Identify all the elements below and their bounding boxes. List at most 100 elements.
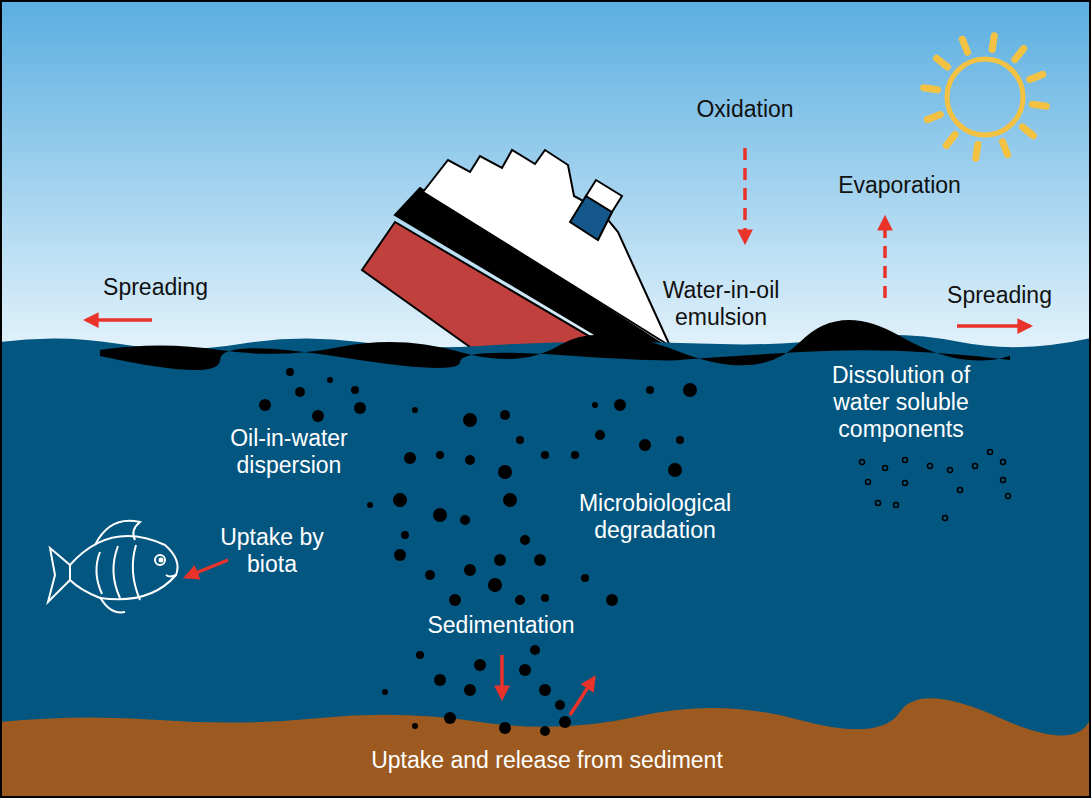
process-label: Water-in-oil emulsion xyxy=(637,277,805,331)
oil-droplets-part xyxy=(668,463,682,477)
sun-part xyxy=(946,135,955,146)
process-label: Spreading xyxy=(922,282,1077,309)
dissolved-droplets-part xyxy=(903,458,908,463)
fish-part xyxy=(70,536,178,599)
oil-droplets-part xyxy=(646,386,654,394)
sun-part xyxy=(1023,127,1034,136)
oil-droplets-part xyxy=(449,594,461,606)
oil-droplets-part xyxy=(434,674,446,686)
process-label: Oil-in-water dispersion xyxy=(203,425,375,479)
oil-droplets-part xyxy=(259,399,271,411)
process-label: Spreading xyxy=(78,274,233,301)
oil-droplets-part xyxy=(312,410,324,422)
oil-droplets-part xyxy=(676,436,684,444)
oil-droplets-part xyxy=(592,402,598,408)
oil-droplets-part xyxy=(444,712,456,724)
dissolved-droplets-part xyxy=(1001,478,1006,483)
process-arrows-part xyxy=(86,318,152,322)
process-arrows-part xyxy=(743,148,747,242)
fish xyxy=(48,521,178,613)
ship-part xyxy=(423,150,670,346)
oil-droplets-part xyxy=(614,399,626,411)
oil-droplets-part xyxy=(465,455,475,465)
process-label: Sedimentation xyxy=(395,612,607,639)
oil-droplets-part xyxy=(416,651,424,659)
dissolved-droplets xyxy=(860,450,1011,521)
dissolved-droplets-part xyxy=(973,464,978,469)
oil-droplets-part xyxy=(639,439,651,451)
oil-droplets-part xyxy=(401,531,409,539)
process-label: Uptake and release from sediment xyxy=(262,747,832,774)
oil-droplets-part xyxy=(327,377,333,383)
fish-part xyxy=(48,548,70,602)
sun-part xyxy=(962,39,967,52)
oil-droplets-part xyxy=(354,402,366,414)
dissolved-droplets-part xyxy=(883,466,888,471)
oil-droplets-part xyxy=(499,722,511,734)
oil-droplets-part xyxy=(382,689,388,695)
sun xyxy=(924,36,1047,159)
oil-droplets-part xyxy=(412,407,418,413)
oil-droplets-part xyxy=(539,684,551,696)
sun-part xyxy=(1030,74,1043,79)
sun-part xyxy=(1003,142,1008,155)
oil-droplets-part xyxy=(498,465,512,479)
oil-droplets-part xyxy=(404,452,416,464)
dissolved-droplets-part xyxy=(866,480,871,485)
oil-droplets-part xyxy=(351,386,359,394)
oil-droplets-part xyxy=(394,549,406,561)
ship-part xyxy=(586,180,622,212)
oil-droplets-part xyxy=(515,595,525,605)
sediment xyxy=(0,698,1091,798)
dissolved-droplets-part xyxy=(903,481,908,486)
dissolved-droplets-part xyxy=(1006,494,1011,499)
oil-droplets-part xyxy=(393,493,407,507)
sun-part xyxy=(927,115,940,120)
oil-droplets-part xyxy=(541,451,549,459)
dissolved-droplets-part xyxy=(860,460,865,465)
dissolved-droplets-part xyxy=(876,501,881,506)
process-label: Microbiological degradation xyxy=(555,490,755,544)
sun-part xyxy=(1032,104,1046,106)
oil-droplets-part xyxy=(516,436,524,444)
sun-part xyxy=(992,36,994,50)
sea xyxy=(0,335,1091,798)
dissolved-droplets-part xyxy=(894,503,899,508)
oil-droplets-part xyxy=(581,574,589,582)
fish-part xyxy=(155,555,165,565)
oil-droplets-part xyxy=(503,493,517,507)
sun-part xyxy=(924,88,938,90)
oil-droplets-part xyxy=(433,508,447,522)
process-arrows-part xyxy=(186,560,228,577)
oil-droplets-part xyxy=(286,368,294,376)
sun-part xyxy=(1015,49,1024,60)
process-arrows-part xyxy=(570,678,594,715)
oil-droplets-part xyxy=(540,726,550,736)
oil-droplets-part xyxy=(494,554,506,566)
sun-part xyxy=(976,144,978,158)
oil-droplets-part xyxy=(571,451,579,459)
oil-droplets-part xyxy=(464,684,476,696)
oil-droplets-part xyxy=(436,451,444,459)
sun-part xyxy=(947,59,1023,135)
oil-droplets-part xyxy=(606,594,618,606)
oil-droplets-part xyxy=(530,645,540,655)
process-arrows xyxy=(86,148,1030,715)
oil-droplets-part xyxy=(595,430,605,440)
oil-droplets-part xyxy=(367,502,373,508)
oil-droplets-part xyxy=(464,564,476,576)
dissolved-droplets-part xyxy=(1001,460,1006,465)
process-arrows-part xyxy=(957,324,1030,328)
oil-droplets-part xyxy=(500,410,510,420)
oil-droplets-part xyxy=(683,383,697,397)
oil-droplets-part xyxy=(295,387,305,397)
process-label: Oxidation xyxy=(670,96,820,123)
fish-part xyxy=(166,575,176,577)
fish-part xyxy=(100,597,125,612)
oil-droplets-part xyxy=(559,716,571,728)
fish-part xyxy=(96,545,140,600)
oil-droplets-part xyxy=(460,515,470,525)
